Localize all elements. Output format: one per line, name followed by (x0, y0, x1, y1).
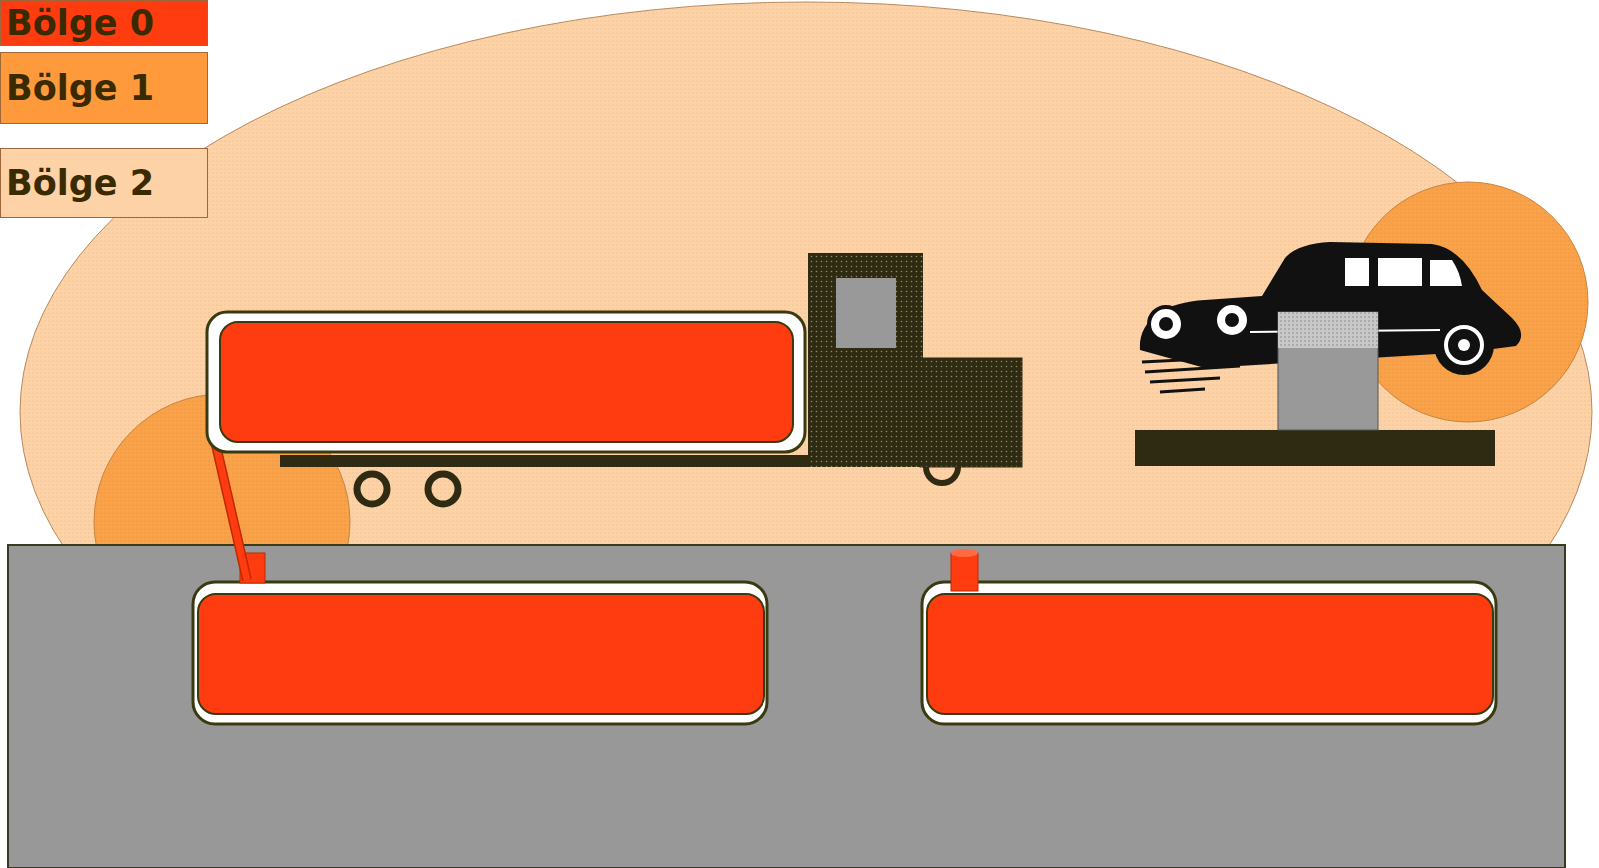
underground-tank-left (198, 594, 764, 714)
truck-tank (220, 322, 793, 442)
ground (8, 545, 1565, 868)
legend-label: Bölge 0 (1, 3, 154, 43)
underground-tank-right (927, 594, 1493, 714)
legend-swatch: Bölge 0 (0, 0, 208, 46)
truck-front-wheel (926, 467, 958, 483)
legend-label: Bölge 2 (1, 163, 154, 203)
truck-wheel (357, 474, 387, 504)
underground-tank-left-shell (193, 582, 767, 724)
underground-tank-right-shell (922, 582, 1496, 724)
truck-wheel (428, 474, 458, 504)
fuel-pump (1278, 312, 1378, 430)
truck-cab (808, 253, 923, 467)
legend-label: Bölge 1 (1, 68, 154, 108)
fill-pipe-top (951, 549, 978, 557)
truck-tank-shell (207, 312, 805, 452)
truck-hood (920, 358, 1022, 467)
truck-window (836, 278, 896, 348)
fill-pipe (951, 553, 978, 591)
delivery-hose (213, 432, 247, 580)
legend-swatch: Bölge 1 (0, 52, 208, 124)
pump-island (1135, 430, 1495, 466)
delivery-hose-outline (213, 432, 247, 580)
fuel-pump-top (1278, 312, 1378, 348)
legend-swatch: Bölge 2 (0, 148, 208, 218)
